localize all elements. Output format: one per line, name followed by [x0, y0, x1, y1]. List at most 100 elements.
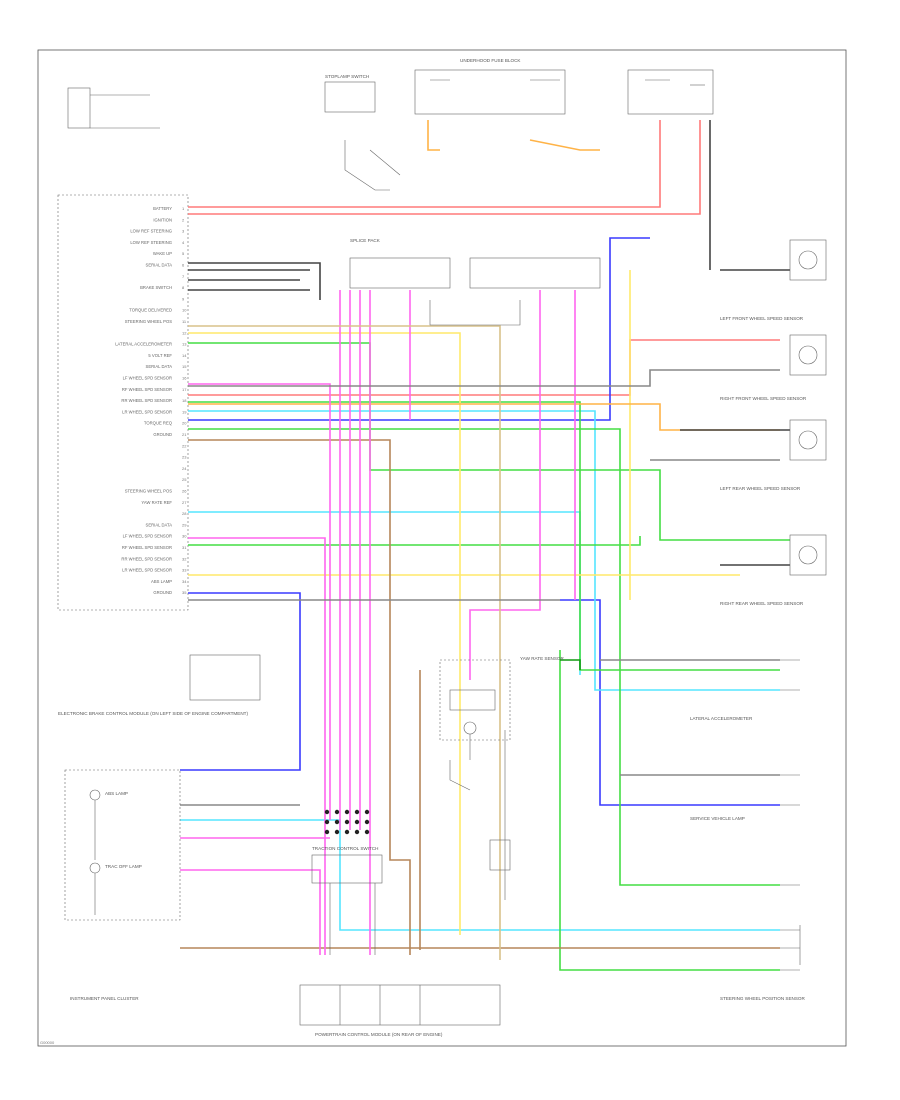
instrument-cluster-label: INSTRUMENT PANEL CLUSTER [70, 996, 139, 1001]
ebcm-pin-label: LF WHEEL SPD SENSOR [123, 376, 172, 381]
connector-terminal [324, 819, 330, 825]
ebcm-pin-label: LR WHEEL SPD SENSOR [122, 409, 172, 414]
pcm-group [299, 984, 501, 1026]
ebcm-pin-number: 31 [182, 545, 187, 550]
wire-black-5 [188, 262, 321, 300]
wire-orange-1 [188, 403, 780, 431]
ebcm-pin-number: 17 [182, 387, 187, 392]
wire-brown-1 [188, 439, 411, 955]
ebcm-pin-number: 26 [182, 489, 187, 494]
wire-group [180, 120, 790, 971]
ebcm-pin-number: 35 [182, 590, 187, 595]
component-labels: ELECTRONIC BRAKE CONTROL MODULE (ON LEFT… [40, 58, 807, 1045]
lf-sensor-box [789, 239, 827, 281]
ebcm-pin-label: GROUND [153, 590, 172, 595]
ebcm-pin-number: 23 [182, 455, 187, 460]
fuse-block-box [414, 69, 566, 115]
wire-green-5 [559, 650, 780, 971]
abs-lamp-icon [89, 789, 101, 801]
ebcm-pin-number: 21 [182, 432, 187, 437]
ebcm-pin-label: BATTERY [153, 206, 172, 211]
connector-terminal [324, 809, 330, 815]
ebcm-pin-number: 12 [182, 330, 187, 335]
ebcm-pin-number: 7 [182, 274, 185, 279]
ebcm-pin-number: 10 [182, 308, 187, 313]
traction-switch-label: TRACTION CONTROL SWITCH [312, 846, 378, 851]
rf-sensor-label: RIGHT FRONT WHEEL SPEED SENSOR [720, 396, 807, 401]
connector-terminal [334, 819, 340, 825]
ebcm-pin-label: GROUND [153, 432, 172, 437]
ebcm-pin-label: LF WHEEL SPD SENSOR [123, 534, 172, 539]
traction-switch-box [311, 854, 383, 884]
wire-blue-rr [188, 237, 650, 421]
wire-orange-2 [427, 120, 440, 151]
ebcm-pin-number: 28 [182, 511, 187, 516]
connector-terminal [344, 829, 350, 835]
steering-sensor-label: STEERING WHEEL POSITION SENSOR [720, 996, 806, 1001]
fuse-small-group [67, 87, 160, 129]
ebcm-pin-label: TORQUE DELIVERED [129, 308, 172, 313]
wire-pink-2 [188, 537, 326, 955]
ebcm-pin-label: LOW REF STEERING [130, 240, 172, 245]
abs-lamp-label: ABS LAMP [105, 791, 128, 796]
fuse-block-label: UNDERHOOD FUSE BLOCK [460, 58, 521, 63]
wire-pink-11 [180, 869, 321, 955]
ebcm-pin-number: 3 [182, 229, 185, 234]
ebcm-pin-number: 27 [182, 500, 187, 505]
connector-terminal [324, 829, 330, 835]
splice-pack-box-1 [349, 257, 451, 289]
wire-ignition [188, 120, 701, 215]
connector-terminal [354, 809, 360, 815]
yaw-module-box [449, 689, 496, 711]
diagram-border [37, 49, 847, 1047]
wire-green-4 [188, 536, 641, 546]
wire-pink-1 [188, 383, 331, 820]
ebcm-pin-number: 8 [182, 285, 185, 290]
ebcm-pin-number: 19 [182, 409, 187, 414]
instrument-cluster-outline [64, 769, 181, 921]
connector-terminal [354, 829, 360, 835]
ebcm-pin-number: 9 [182, 296, 185, 301]
ebcm-pin-number: 29 [182, 522, 187, 527]
check-lamp-label: SERVICE VEHICLE LAMP [690, 816, 745, 821]
ebcm-ground-box [189, 654, 261, 701]
page-code: G00000 [40, 1040, 55, 1045]
ebcm-pin-label: SERIAL DATA [146, 364, 173, 369]
ebcm-pin-number: 18 [182, 398, 187, 403]
ebcm-pin-number: 20 [182, 421, 187, 426]
lat-sensor-label: LATERAL ACCELEROMETER [690, 716, 753, 721]
ebcm-pin-label: ABS LAMP [151, 579, 172, 584]
ebcm-pin-number: 15 [182, 364, 187, 369]
wire-battery [188, 120, 661, 208]
connector-terminals [324, 809, 370, 835]
connector-terminal [334, 829, 340, 835]
wire-gray-1 [188, 369, 780, 387]
lr-sensor-label: LEFT REAR WHEEL SPEED SENSOR [720, 486, 801, 491]
splice-pack-group [349, 257, 601, 326]
connector-terminal [354, 819, 360, 825]
ebcm-pin-label: TORQUE REQ [144, 421, 173, 426]
wire-pink-8 [469, 290, 541, 680]
brake-switch-group [324, 81, 401, 191]
trac-lamp-label: TRAC OFF LAMP [105, 864, 142, 869]
ebcm-label: ELECTRONIC BRAKE CONTROL MODULE (ON LEFT… [58, 711, 248, 716]
connector-terminal [344, 809, 350, 815]
wire-blue-lamp [180, 592, 301, 771]
ebcm-pin-number: 32 [182, 556, 187, 561]
rr-sensor-label: RIGHT REAR WHEEL SPEED SENSOR [720, 601, 804, 606]
ebcm-pin-number: 4 [182, 240, 185, 245]
right-connectors [780, 659, 801, 971]
fuse-block-group [414, 69, 714, 115]
connector-terminal [344, 819, 350, 825]
wire-yellow-1 [188, 332, 461, 935]
lf-sensor-label: LEFT FRONT WHEEL SPEED SENSOR [720, 316, 804, 321]
ebcm-pin-number: 11 [182, 319, 187, 324]
pcm-box [299, 984, 501, 1026]
ebcm-pin-number: 34 [182, 579, 187, 584]
ebcm-pin-label: RR WHEEL SPD SENSOR [121, 398, 172, 403]
pcm-label: POWERTRAIN CONTROL MODULE (ON REAR OF EN… [315, 1032, 443, 1037]
yaw-module-group [439, 659, 511, 900]
lr-sensor-box [789, 419, 827, 461]
